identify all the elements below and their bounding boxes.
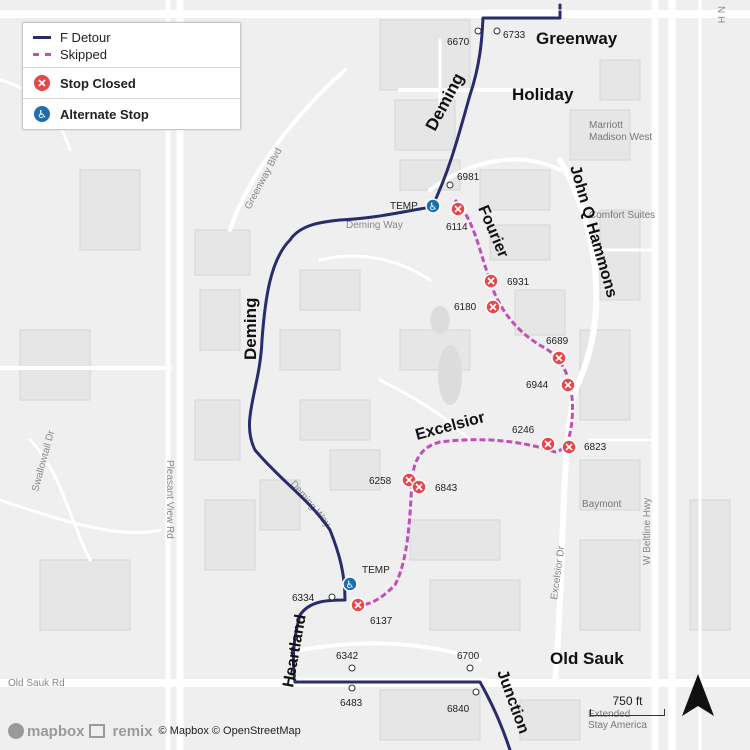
- poi-extended-1: Extended: [588, 709, 630, 720]
- stop-label-6483: 6483: [340, 698, 363, 709]
- stop-closed-icon: [33, 74, 51, 92]
- legend-closed: Stop Closed: [23, 67, 240, 98]
- wheelchair-icon: ♿: [33, 105, 51, 123]
- label-w-beltline: W Beltline Hwy: [642, 498, 653, 565]
- closed-stops: [350, 201, 577, 613]
- stop-label-6137: 6137: [370, 616, 393, 627]
- label-excelsior-dr: Excelsior Dr: [549, 545, 567, 601]
- legend-alternate: ♿ Alternate Stop: [23, 98, 240, 129]
- closed-stop-6931: [483, 273, 499, 289]
- label-deming-way-1: Deming Way: [346, 220, 403, 231]
- legend-detour: F Detour: [23, 23, 240, 45]
- stop-label-6931: 6931: [507, 277, 530, 288]
- stop-label-6944: 6944: [526, 380, 549, 391]
- stop-label-6843: 6843: [435, 483, 458, 494]
- stop-label-6258: 6258: [369, 476, 392, 487]
- poi-comfort: Comfort Suites: [589, 210, 655, 221]
- skipped-swatch: [33, 52, 51, 56]
- map-attribution: mapbox remix © Mapbox © OpenStreetMap: [8, 720, 301, 742]
- mapbox-logo: mapbox: [27, 722, 85, 740]
- label-swallowtail: Swallowtail Dr: [30, 429, 57, 493]
- stop-label-6670: 6670: [447, 37, 470, 48]
- stop-label-6114: 6114: [446, 222, 468, 233]
- stop-label-temp-north: TEMP: [390, 201, 418, 212]
- stop-labels: 6670 6733 6981 TEMP 6114 6931 6180 6689 …: [292, 30, 607, 715]
- scale-label: 750 ft: [612, 694, 643, 708]
- stop-markers: [328, 27, 501, 696]
- stop-label-6700: 6700: [457, 651, 480, 662]
- remix-logo: remix: [112, 722, 153, 740]
- closed-stop-6114: [450, 201, 466, 217]
- stop-label-6334: 6334: [292, 593, 315, 604]
- closed-stop-6843: [411, 479, 427, 495]
- svg-text:♿: ♿: [346, 580, 355, 591]
- closed-stop-6944: [560, 377, 576, 393]
- svg-text:♿: ♿: [37, 109, 47, 121]
- stop-label-6180: 6180: [454, 302, 477, 313]
- legend-detour-label: F Detour: [60, 29, 111, 45]
- closed-stop-6180: [485, 299, 501, 315]
- closed-stop-6823: [561, 439, 577, 455]
- label-greenway-blvd: Greenway Blvd: [243, 146, 285, 211]
- legend-skipped-label: Skipped: [60, 46, 107, 62]
- label-old-sauk-rd: Old Sauk Rd: [8, 678, 65, 689]
- street-holiday: Holiday: [512, 85, 574, 104]
- water-features: [430, 306, 462, 405]
- street-greenway: Greenway: [536, 29, 618, 48]
- poi-extended-2: Stay America: [588, 720, 647, 731]
- svg-text:♿: ♿: [429, 202, 438, 213]
- mapbox-logo-icon: [8, 723, 24, 739]
- stop-label-6840: 6840: [447, 704, 470, 715]
- label-pleasant-view: Pleasant View Rd: [164, 460, 175, 539]
- legend-alternate-label: Alternate Stop: [60, 106, 149, 122]
- legend-closed-label: Stop Closed: [60, 75, 136, 91]
- stop-label-6981: 6981: [457, 172, 480, 183]
- poi-baymont: Baymont: [582, 499, 622, 510]
- closed-stop-6137: [350, 597, 366, 613]
- stop-label-6246: 6246: [512, 425, 535, 436]
- stop-label-6823: 6823: [584, 442, 607, 453]
- attribution-text[interactable]: © Mapbox © OpenStreetMap: [158, 725, 301, 737]
- street-deming-west: Deming: [241, 298, 260, 360]
- legend-skipped: Skipped: [23, 45, 240, 67]
- street-old-sauk: Old Sauk: [550, 649, 624, 668]
- poi-marriott-2: Madison West: [589, 132, 652, 143]
- closed-stop-6689: [551, 350, 567, 366]
- north-arrow-icon: [682, 674, 714, 716]
- stop-label-6733: 6733: [503, 30, 526, 41]
- detour-swatch: [33, 35, 51, 39]
- stop-label-temp-south: TEMP: [362, 565, 390, 576]
- alternate-stop-south: ♿: [342, 576, 358, 592]
- map-legend: F Detour Skipped Stop Closed ♿ Alternate…: [22, 22, 241, 130]
- poi-marriott-1: Marriott: [589, 120, 623, 131]
- closed-stop-6246: [540, 436, 556, 452]
- scale-bar: 750 ft: [590, 694, 665, 716]
- scale-bar-line: [590, 709, 665, 716]
- stop-label-6342: 6342: [336, 651, 359, 662]
- stop-label-6689: 6689: [546, 336, 569, 347]
- label-n-h: N H: [715, 6, 726, 23]
- alternate-stop-north: ♿: [425, 198, 441, 214]
- remix-logo-icon: [88, 724, 105, 738]
- skipped-route: [357, 198, 575, 607]
- alternate-stops: ♿ ♿: [342, 198, 441, 592]
- poi-labels: Marriott Madison West Comfort Suites Bay…: [582, 120, 655, 731]
- detour-route: [247, 3, 562, 750]
- detour-casing: [295, 9, 565, 679]
